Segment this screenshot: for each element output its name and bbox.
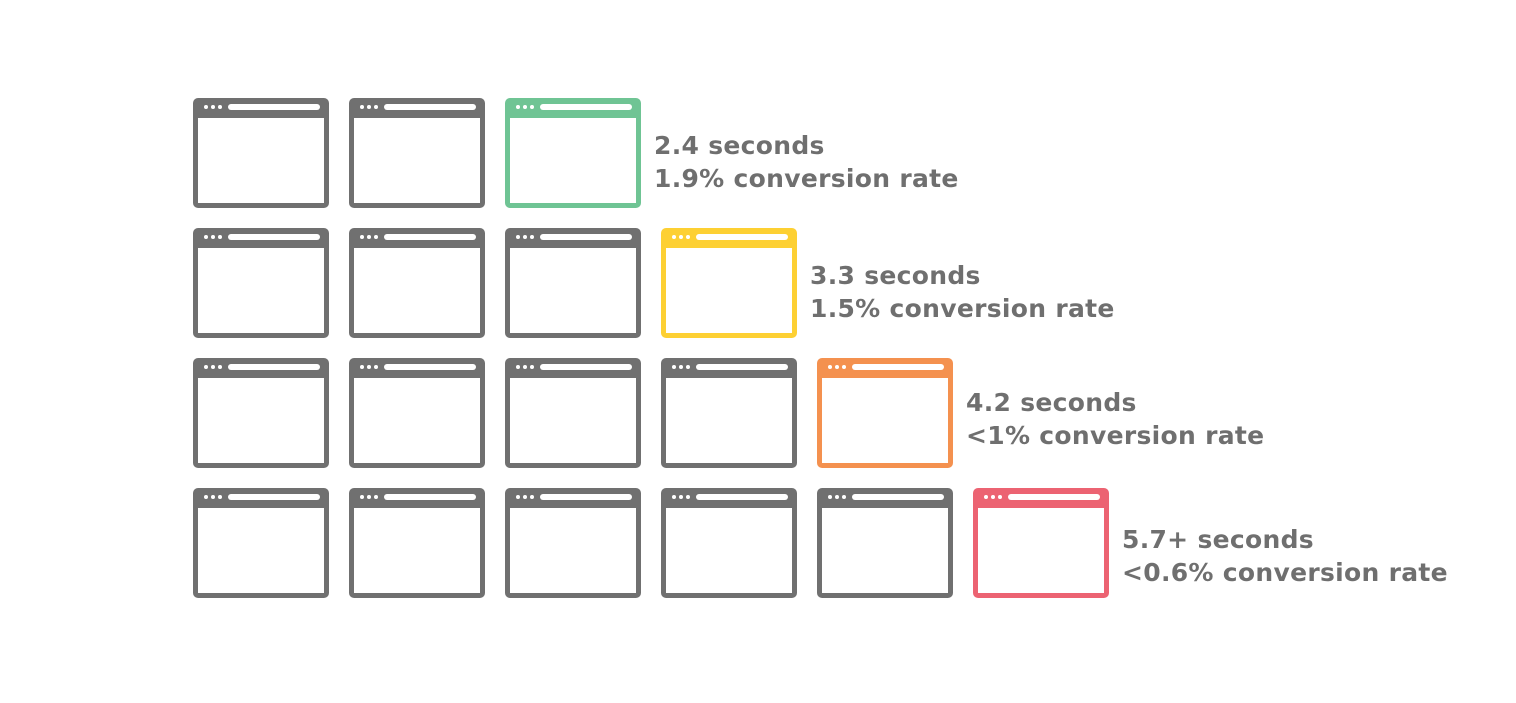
window-dots-icon xyxy=(672,235,690,239)
window-dots-icon xyxy=(516,105,534,109)
window-dots-icon xyxy=(828,495,846,499)
browser-window-icon xyxy=(505,488,641,598)
browser-window-icon xyxy=(193,488,329,598)
address-bar-icon xyxy=(696,364,788,370)
load-time-text: 3.3 seconds xyxy=(810,261,981,290)
window-dots-icon xyxy=(360,105,378,109)
browser-window-icon-highlighted xyxy=(973,488,1109,598)
address-bar-icon xyxy=(384,494,476,500)
row-label: 5.7+ seconds <0.6% conversion rate xyxy=(1122,523,1448,589)
browser-window-icon xyxy=(349,488,485,598)
window-dots-icon xyxy=(828,365,846,369)
browser-window-icon xyxy=(661,358,797,468)
window-dots-icon xyxy=(516,235,534,239)
window-dots-icon xyxy=(672,495,690,499)
browser-window-icon xyxy=(193,358,329,468)
window-dots-icon xyxy=(204,495,222,499)
row-label: 4.2 seconds <1% conversion rate xyxy=(966,386,1264,452)
address-bar-icon xyxy=(852,494,944,500)
address-bar-icon xyxy=(228,234,320,240)
address-bar-icon xyxy=(696,234,788,240)
row-label: 3.3 seconds 1.5% conversion rate xyxy=(810,259,1115,325)
load-time-text: 4.2 seconds xyxy=(966,388,1137,417)
window-dots-icon xyxy=(204,105,222,109)
browser-window-icon xyxy=(817,488,953,598)
conversion-rate-text: <1% conversion rate xyxy=(966,421,1265,450)
address-bar-icon xyxy=(384,104,476,110)
conversion-rate-text: 1.5% conversion rate xyxy=(810,294,1115,323)
address-bar-icon xyxy=(384,364,476,370)
row-label: 2.4 seconds 1.9% conversion rate xyxy=(654,129,959,195)
address-bar-icon xyxy=(384,234,476,240)
browser-window-icon xyxy=(193,228,329,338)
browser-window-icon-highlighted xyxy=(817,358,953,468)
browser-window-icon xyxy=(349,98,485,208)
browser-window-icon xyxy=(349,228,485,338)
address-bar-icon xyxy=(228,364,320,370)
window-dots-icon xyxy=(672,365,690,369)
address-bar-icon xyxy=(696,494,788,500)
browser-window-icon-highlighted xyxy=(661,228,797,338)
load-time-text: 2.4 seconds xyxy=(654,131,825,160)
window-dots-icon xyxy=(204,365,222,369)
window-dots-icon xyxy=(360,495,378,499)
browser-window-icon xyxy=(505,228,641,338)
address-bar-icon xyxy=(540,364,632,370)
conversion-rate-text: 1.9% conversion rate xyxy=(654,164,959,193)
browser-window-icon xyxy=(505,358,641,468)
address-bar-icon xyxy=(540,494,632,500)
window-dots-icon xyxy=(360,235,378,239)
address-bar-icon xyxy=(228,494,320,500)
address-bar-icon xyxy=(540,234,632,240)
address-bar-icon xyxy=(1008,494,1100,500)
browser-window-icon xyxy=(661,488,797,598)
window-dots-icon xyxy=(984,495,1002,499)
load-time-text: 5.7+ seconds xyxy=(1122,525,1314,554)
conversion-rate-text: <0.6% conversion rate xyxy=(1122,558,1448,587)
address-bar-icon xyxy=(540,104,632,110)
address-bar-icon xyxy=(228,104,320,110)
browser-window-icon xyxy=(349,358,485,468)
window-dots-icon xyxy=(204,235,222,239)
address-bar-icon xyxy=(852,364,944,370)
window-dots-icon xyxy=(516,365,534,369)
browser-window-icon xyxy=(193,98,329,208)
browser-window-icon-highlighted xyxy=(505,98,641,208)
window-dots-icon xyxy=(516,495,534,499)
window-dots-icon xyxy=(360,365,378,369)
